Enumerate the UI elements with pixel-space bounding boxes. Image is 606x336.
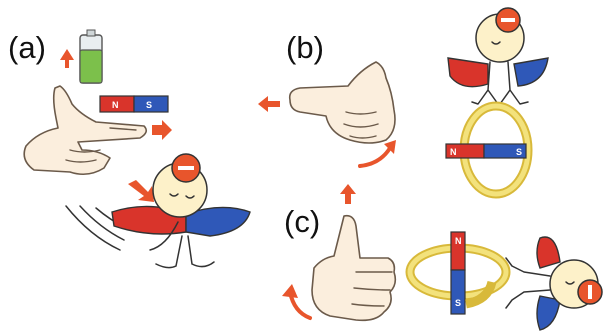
- hand-b-icon: [290, 62, 395, 143]
- curved-arrow-c-head-icon: [282, 284, 298, 298]
- character-a: [112, 154, 250, 268]
- magnet-b-s-label: S: [516, 147, 522, 157]
- magnet-c-s-label: S: [455, 298, 461, 308]
- hand-c-icon: [312, 216, 395, 321]
- character-c-wing-red: [537, 237, 560, 268]
- arrow-left-icon: [258, 96, 280, 112]
- battery-icon: [80, 30, 102, 83]
- character-b-wing-red: [448, 58, 488, 87]
- minus-icon: [178, 166, 194, 170]
- character-b: [448, 8, 548, 104]
- minus-icon: [501, 18, 515, 22]
- panel-c-label: (c): [284, 204, 320, 239]
- character-b-wing-blue: [514, 58, 548, 86]
- arrow-up-icon: [60, 49, 74, 68]
- magnet-c-n-label: N: [455, 236, 462, 246]
- arrow-right-icon: [152, 120, 172, 140]
- arrow-up-c-icon: [340, 184, 356, 204]
- magnet-c: N S: [451, 232, 465, 314]
- character-c: [506, 237, 602, 330]
- panel-a-label: (a): [8, 30, 46, 65]
- magnet-a-s-label: S: [146, 100, 152, 110]
- magnet-b: N S: [446, 144, 526, 158]
- curved-arrow-b-icon: [360, 148, 390, 166]
- magnet-a: N S: [100, 96, 168, 112]
- magnet-b-n-label: N: [450, 147, 457, 157]
- minus-icon: [588, 285, 592, 299]
- panel-b-label: (b): [286, 30, 324, 65]
- arrow-down-right-icon: [128, 180, 154, 202]
- magnet-a-n-label: N: [112, 100, 119, 110]
